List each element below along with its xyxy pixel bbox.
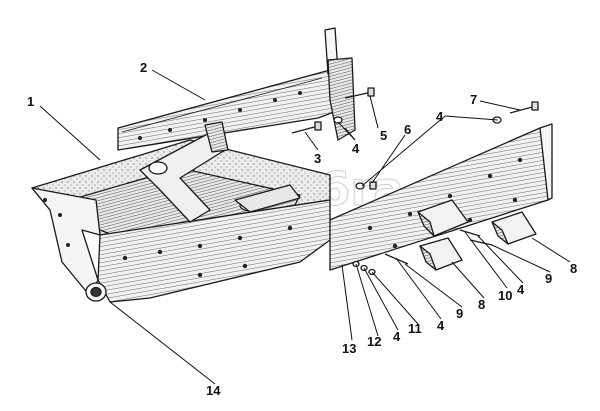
bracket-lower-left (419, 237, 463, 271)
callout-13: 13 (342, 341, 356, 356)
callout-12: 12 (367, 334, 381, 349)
bracket-right (491, 211, 537, 245)
callout-2: 2 (140, 60, 147, 75)
upper-side-plate (117, 27, 356, 151)
callout-11: 11 (408, 321, 422, 336)
callout-4-upper-plate: 4 (352, 141, 360, 156)
callout-10: 10 (498, 288, 512, 303)
leader-lines (39, 69, 571, 385)
callout-4-right: 4 (517, 282, 525, 297)
callout-4-center: 4 (437, 318, 445, 333)
callout-14: 14 (206, 383, 221, 398)
callout-9-right: 9 (545, 271, 552, 286)
linkage-bracket (139, 121, 301, 223)
callout-3: 3 (314, 151, 321, 166)
front-side-plate (329, 123, 553, 271)
callout-labels: 1 2 3 4 5 6 4 7 8 9 4 10 8 9 4 11 4 12 1… (27, 60, 577, 398)
callout-5: 5 (380, 128, 387, 143)
callout-9-center: 9 (456, 306, 463, 321)
callout-8-right: 8 (570, 261, 577, 276)
callout-6: 6 (404, 122, 411, 137)
callout-4-lower: 4 (393, 329, 401, 344)
callout-1: 1 (27, 94, 34, 109)
callout-4-washer: 4 (436, 109, 444, 124)
callout-8-center: 8 (478, 297, 485, 312)
callout-7: 7 (470, 92, 477, 107)
bracket-upper (417, 199, 469, 237)
